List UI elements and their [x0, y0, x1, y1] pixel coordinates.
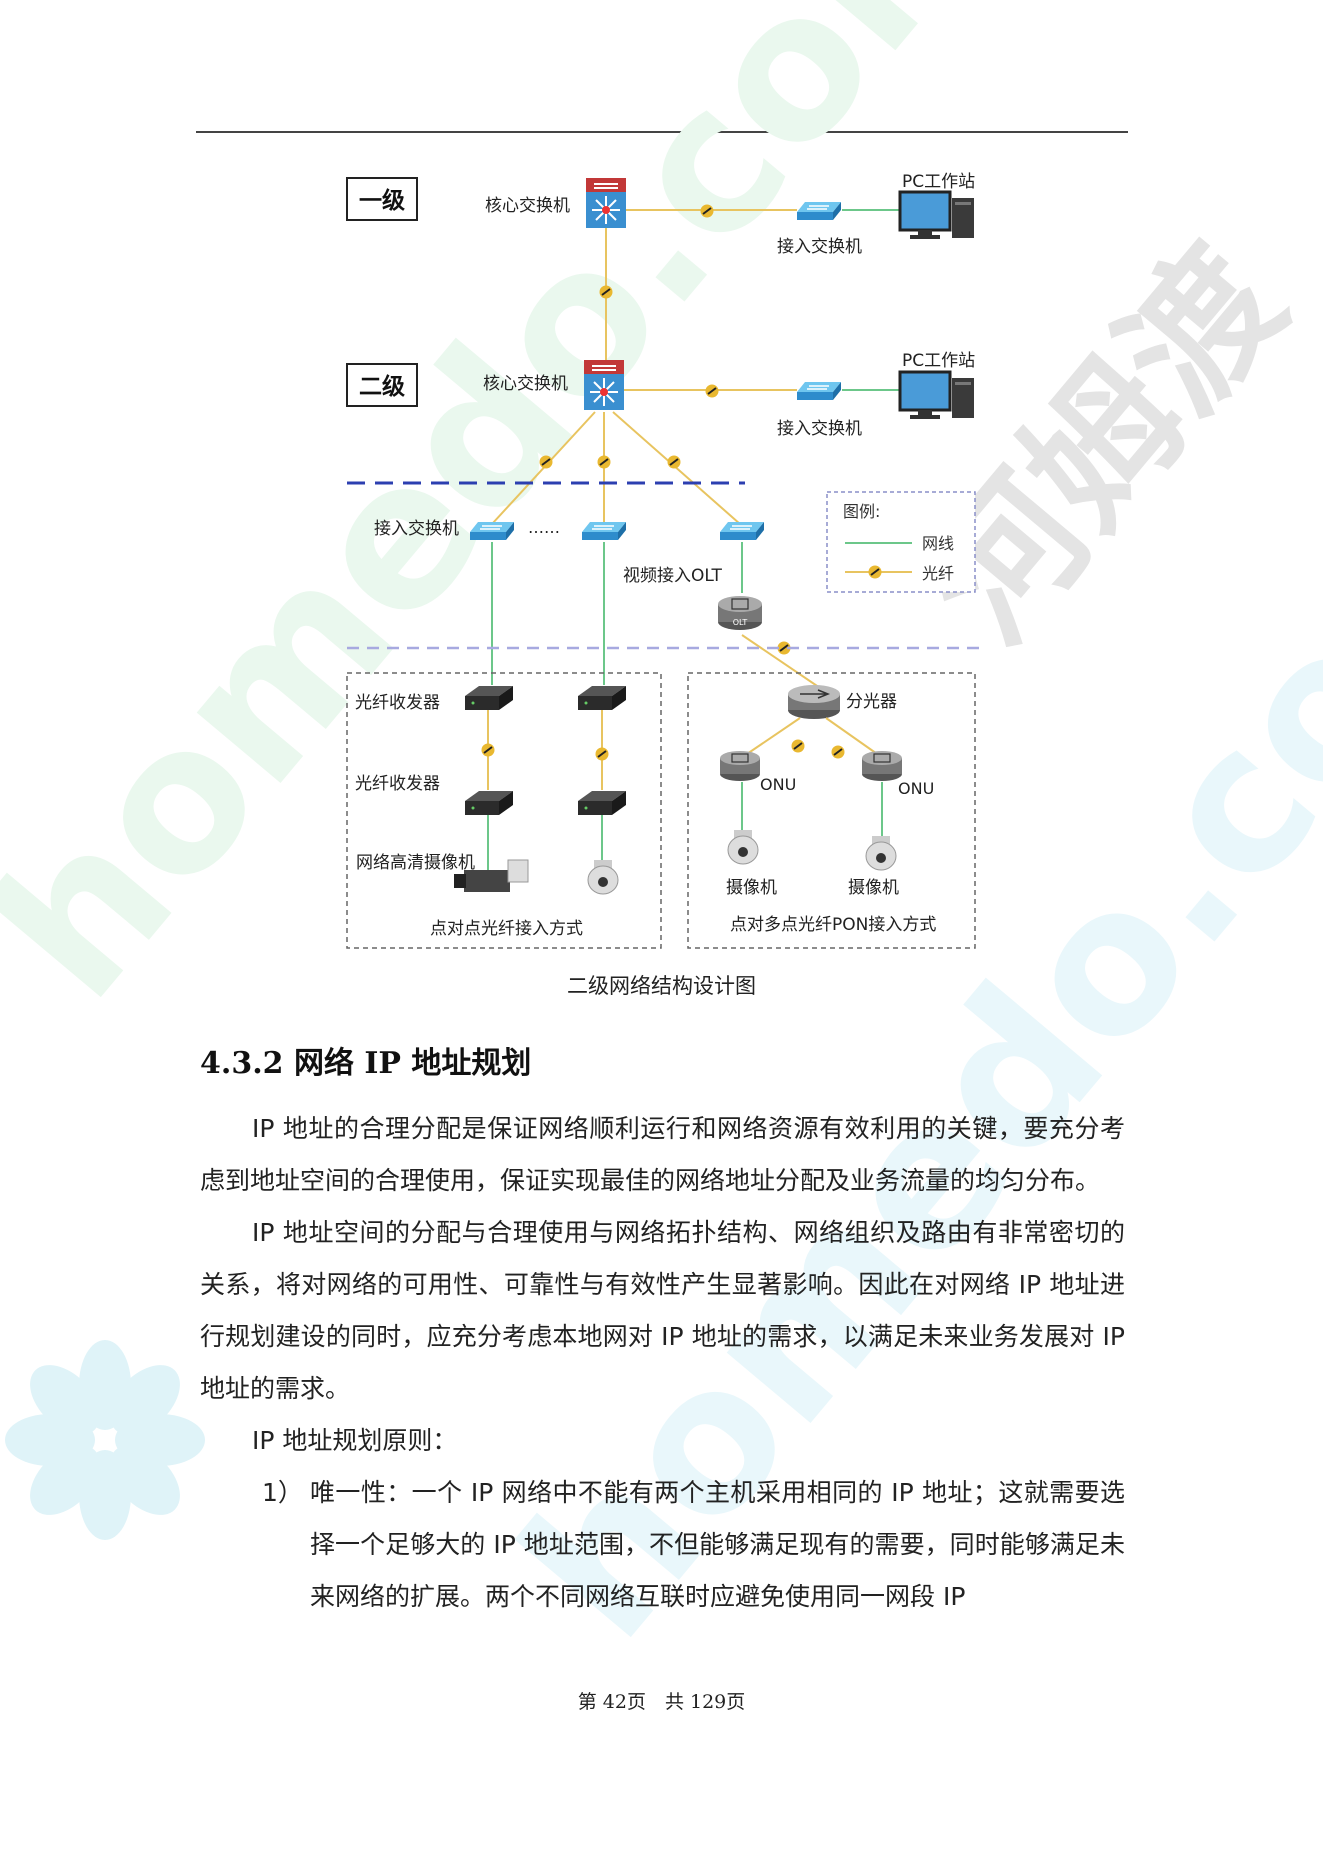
onu-device-icon [719, 750, 761, 782]
list-number: 1） [262, 1478, 303, 1507]
fiber-transceiver-icon [465, 686, 513, 710]
fiber-connector-icon [594, 746, 610, 762]
access-switch-icon [796, 201, 842, 221]
paragraph: IP 地址规划原则： [252, 1426, 458, 1455]
body-content: IP 地址的合理分配是保证网络顺利运行和网络资源有效利用的关键，要充分考虑到地址… [200, 1103, 1125, 1623]
fiber-connector-icon [699, 203, 715, 219]
fiber-connector-icon [480, 742, 496, 758]
paragraph: IP 地址空间的分配与合理使用与网络拓扑结构、网络组织及路由有非常密切的关系，将… [200, 1218, 1125, 1403]
figure-caption: 二级网络结构设计图 [567, 974, 756, 998]
camera-label-1: 摄像机 [726, 878, 777, 898]
list-item: 1） 唯一性：一个 IP 网络中不能有两个主机采用相同的 IP 地址；这就需要选… [200, 1467, 1125, 1623]
fiber-connector-icon [598, 284, 614, 300]
dome-camera-icon [865, 835, 897, 871]
legend-fiber-label: 光纤 [922, 564, 954, 583]
legend-fiber-icon [867, 564, 883, 580]
level2-label: 二级 [359, 373, 405, 400]
core-switch-icon [583, 359, 625, 411]
paragraph: IP 地址的合理分配是保证网络顺利运行和网络资源有效利用的关键，要充分考虑到地址… [200, 1114, 1125, 1195]
dome-camera-icon [727, 829, 759, 865]
access-switch-icon [581, 521, 627, 541]
list-text: 唯一性：一个 IP 网络中不能有两个主机采用相同的 IP 地址；这就需要选择一个… [310, 1478, 1125, 1611]
ellipsis-label: …… [528, 518, 560, 537]
pon-region-box [687, 672, 976, 949]
section-heading: 4.3.2 网络 IP 地址规划 [200, 1046, 532, 1081]
fiber-connector-icon [538, 454, 554, 470]
splitter-label: 分光器 [846, 692, 897, 712]
header-rule [196, 131, 1128, 133]
fiber-connector-icon [790, 738, 806, 754]
level2-box [346, 363, 418, 407]
fiber-transceiver-icon [578, 791, 626, 815]
pc-workstation-icon [898, 370, 976, 421]
legend-title: 图例: [843, 502, 880, 521]
bullet-camera-icon [454, 859, 529, 892]
fiber-transceiver-icon [578, 686, 626, 710]
core-switch-icon [585, 177, 627, 229]
p2mp-caption: 点对多点光纤PON接入方式 [730, 915, 936, 935]
core-switch-label-2: 核心交换机 [483, 374, 568, 394]
flower-logo-icon [5, 1340, 205, 1540]
hd-camera-label: 网络高清摄像机 [356, 853, 475, 873]
onu-label-1: ONU [760, 775, 796, 794]
pc-workstation-label-1: PC工作站 [902, 172, 975, 192]
p2p-caption: 点对点光纤接入方式 [430, 919, 583, 939]
legend-cable-label: 网线 [922, 534, 954, 553]
fiber-connector-icon [596, 454, 612, 470]
fiber-connector-icon [666, 454, 682, 470]
transceiver-label-1: 光纤收发器 [355, 693, 440, 713]
fiber-connector-icon [830, 744, 846, 760]
olt-tag: OLT [733, 618, 748, 627]
access-switch-icon [796, 381, 842, 401]
p2p-region-box [346, 672, 662, 949]
access-switch-label-1: 接入交换机 [777, 237, 862, 257]
level1-box [346, 177, 418, 221]
access-switch-icon [469, 521, 515, 541]
page-footer: 第 42页 共 129页 [577, 1691, 746, 1713]
onu-device-icon [861, 750, 903, 782]
olt-device-icon [718, 596, 762, 630]
pc-workstation-label-2: PC工作站 [902, 351, 975, 371]
fiber-connector-icon [704, 383, 720, 399]
pc-workstation-icon [898, 190, 976, 241]
access-switch-label-2: 接入交换机 [777, 419, 862, 439]
transceiver-label-2: 光纤收发器 [355, 774, 440, 794]
dome-camera-icon [587, 859, 619, 895]
video-olt-label: 视频接入OLT [623, 566, 723, 586]
network-diagram: 一级 二级 核心交换机 接入交换机 PC工作站 核心交换机 接入交换机 PC工作… [346, 172, 980, 949]
splitter-icon [788, 685, 840, 719]
camera-label-2: 摄像机 [848, 878, 899, 898]
access-switch-icon [719, 521, 765, 541]
level1-label: 一级 [359, 187, 405, 214]
fiber-transceiver-icon [465, 791, 513, 815]
core-switch-label-1: 核心交换机 [485, 196, 570, 216]
access-switch-label-3: 接入交换机 [374, 519, 459, 539]
onu-label-2: ONU [898, 779, 934, 798]
